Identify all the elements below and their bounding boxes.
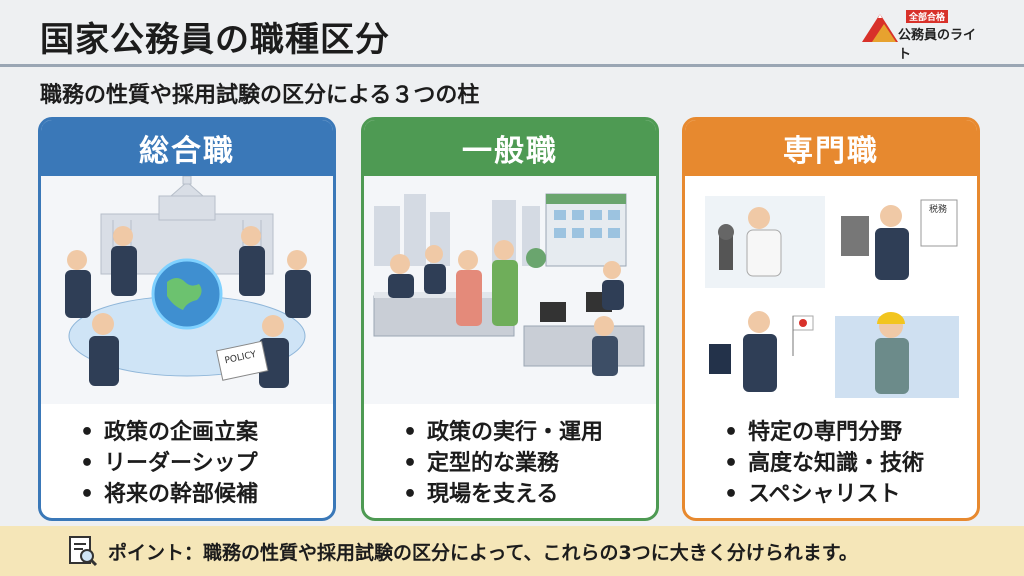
point-banner: ポイント：職務の性質や採用試験の区分によって、これらの3つに大きく分けられます。 bbox=[0, 526, 1024, 576]
point-note: ポイント：職務の性質や採用試験の区分によって、これらの3つに大きく分けられます。 bbox=[108, 541, 858, 564]
list-item: •高度な知識・技術 bbox=[723, 451, 925, 476]
page-title: 国家公務員の職種区分 bbox=[40, 20, 390, 60]
logo-tag: 全部合格 bbox=[906, 10, 949, 23]
list-item: •リーダーシップ bbox=[79, 451, 258, 476]
specialists-illustration: 税務 bbox=[685, 176, 977, 404]
list-item: •現場を支える bbox=[402, 482, 559, 507]
page-subtitle: 職務の性質や採用試験の区分による３つの柱 bbox=[40, 83, 480, 108]
column-ippanshoku: 一般職 •政策の実行・運用 •定型 bbox=[361, 117, 659, 521]
bullet-list: •政策の実行・運用 •定型的な業務 •現場を支える bbox=[364, 404, 656, 507]
column-title: 一般職 bbox=[364, 120, 656, 176]
list-item: •政策の企画立案 bbox=[79, 420, 259, 445]
list-item: •定型的な業務 bbox=[402, 451, 560, 476]
brand-logo: 全部合格 公務員のライト bbox=[860, 8, 980, 62]
mountain-logo-icon bbox=[862, 14, 898, 42]
bullet-list: •政策の企画立案 •リーダーシップ •将来の幹部候補 bbox=[41, 404, 333, 507]
list-item: •スペシャリスト bbox=[723, 482, 901, 507]
list-item: •政策の実行・運用 bbox=[402, 420, 604, 445]
column-title: 専門職 bbox=[685, 120, 977, 176]
title-divider bbox=[0, 64, 1024, 67]
column-senmonshoku: 専門職 税務 •特定の専門分野 •高度な知識・技術 •スペシャリスト bbox=[682, 117, 980, 521]
bullet-list: •特定の専門分野 •高度な知識・技術 •スペシャリスト bbox=[685, 404, 977, 507]
logo-name: 公務員のライト bbox=[898, 28, 977, 62]
tax-doc-label: 税務 bbox=[929, 203, 947, 215]
document-magnifier-icon bbox=[69, 536, 98, 567]
policy-meeting-illustration: POLICY bbox=[41, 176, 333, 404]
column-sougoushoku: 総合職 POLICY •政策の企画立案 •リーダーシ bbox=[38, 117, 336, 521]
list-item: •特定の専門分野 bbox=[723, 420, 903, 445]
office-counter-illustration bbox=[364, 176, 656, 404]
list-item: •将来の幹部候補 bbox=[79, 482, 259, 507]
column-title: 総合職 bbox=[41, 120, 333, 176]
